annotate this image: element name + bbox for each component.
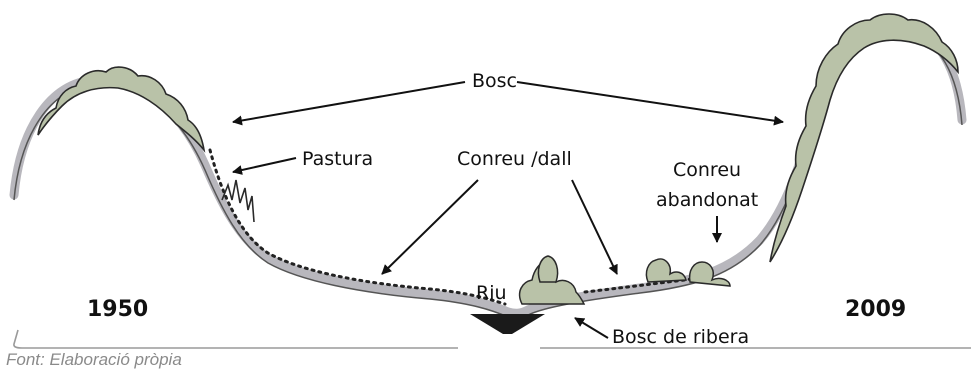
year-left: 1950 [87, 297, 148, 322]
forest-right [770, 14, 958, 262]
label-conreu-dall: Conreu /dall [457, 148, 572, 170]
river [470, 314, 545, 334]
arrow-bosc-ribera [575, 318, 608, 338]
arrow-conreu-right [572, 180, 617, 274]
arrow-bosc-left [233, 82, 465, 122]
label-conreu: Conreu [673, 159, 741, 181]
riparian-tree [538, 256, 557, 282]
label-bosc: Bosc [472, 70, 517, 92]
dotted-crop-line [210, 150, 700, 304]
arrow-bosc-right [517, 82, 783, 122]
forest-left [38, 67, 204, 150]
arrow-conreu-left [382, 180, 478, 274]
label-abandonat: abandonat [656, 189, 758, 211]
ground-line-left [14, 330, 458, 348]
source-caption: Font: Elaboració pròpia [6, 350, 182, 370]
label-riu: Riu [476, 282, 507, 304]
label-pastura: Pastura [302, 148, 373, 170]
arrow-pastura [233, 158, 296, 172]
year-right: 2009 [845, 297, 906, 322]
label-bosc-ribera: Bosc de ribera [612, 326, 749, 348]
